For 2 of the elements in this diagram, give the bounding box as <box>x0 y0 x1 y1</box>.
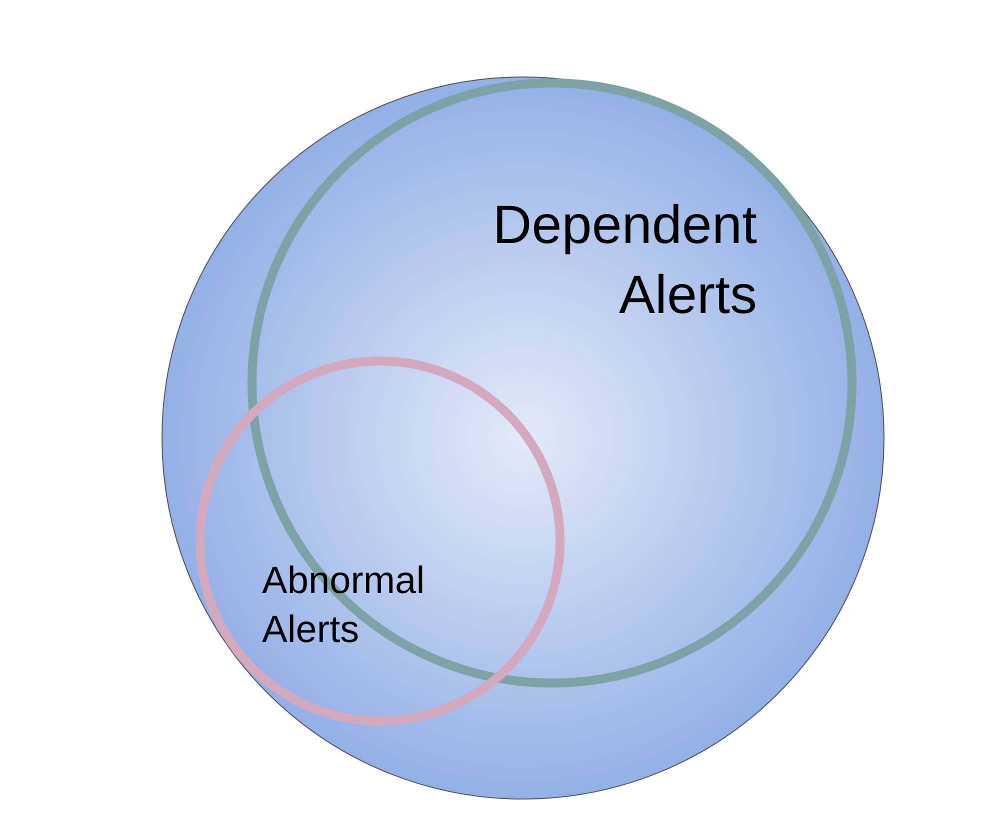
venn-label: Abnormal Alerts <box>262 559 426 654</box>
venn-label: Dependent Alerts <box>492 194 757 328</box>
